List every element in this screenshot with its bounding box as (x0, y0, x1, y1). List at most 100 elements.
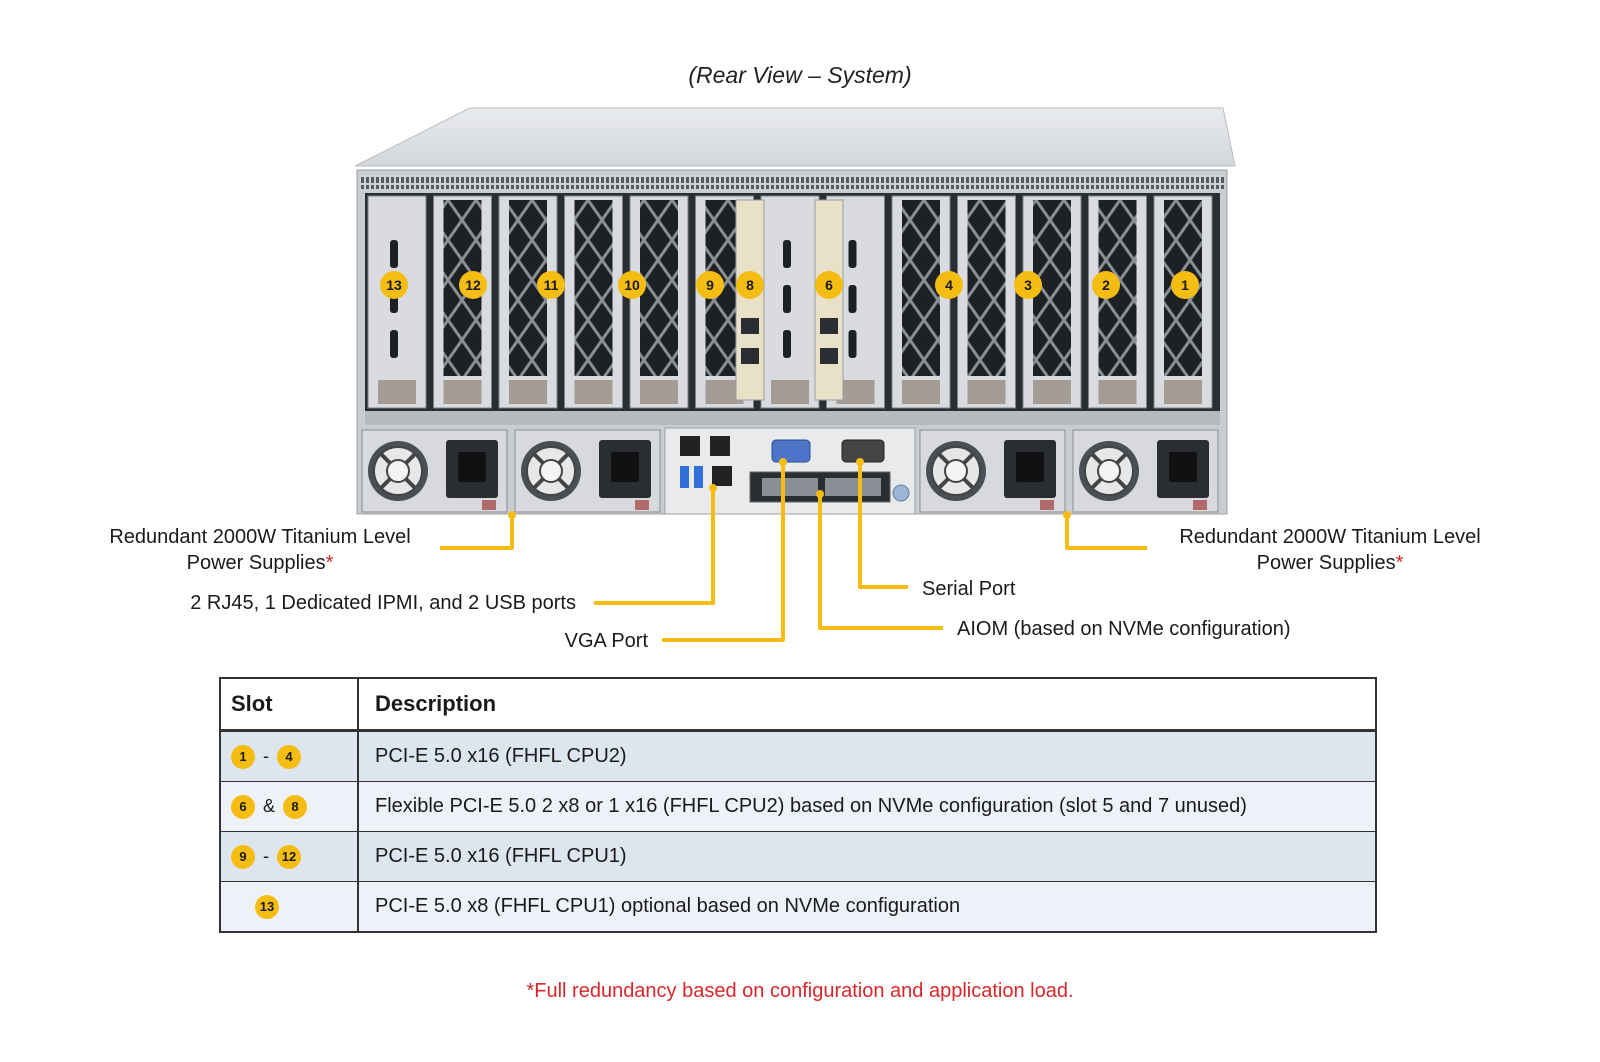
slot-range-separator: - (263, 846, 269, 866)
slot-bay (367, 195, 427, 409)
chassis-top (354, 107, 1236, 167)
power-inlet-icon (1169, 452, 1197, 482)
table-row: 13 PCI-E 5.0 x8 (FHFL CPU1) optional base… (220, 881, 1376, 932)
slot-badge-circle (537, 271, 565, 299)
slot-range-separator: & (263, 796, 276, 816)
slot-badge-number: 11 (544, 277, 559, 293)
power-inlet-icon (458, 452, 486, 482)
slot-11-badge: 11 (537, 271, 565, 299)
slot-badge-circle (380, 271, 408, 299)
slot-description: PCI-E 5.0 x8 (FHFL CPU1) optional based … (358, 881, 1376, 932)
slot-bay (564, 195, 623, 409)
asterisk-mark: * (1395, 552, 1404, 574)
power-supply-unit (361, 429, 508, 513)
screw-icon (892, 484, 910, 502)
slot-13-badge: 13 (380, 271, 408, 299)
power-supply-unit (514, 429, 661, 513)
slot-bay (957, 195, 1016, 409)
top-vent (360, 175, 1224, 189)
table-header-row: Slot Description (220, 678, 1376, 732)
slot-badge-number: 8 (746, 277, 754, 293)
slot-1-badge: 1 (1171, 271, 1199, 299)
slot-bay (433, 195, 492, 409)
power-supply-unit (1072, 429, 1219, 513)
slot-cell: 6&8 (220, 781, 359, 832)
slot-badge-icon: 12 (277, 844, 301, 869)
slot-bay (1153, 195, 1213, 409)
slot-8-badge: 8 (736, 271, 764, 299)
usb-port-2 (694, 466, 703, 488)
slot-cell: 13 (220, 881, 359, 932)
psu-right-label: Redundant 2000W Titanium Level Power Sup… (1130, 524, 1530, 576)
usb-port-1 (680, 466, 689, 488)
slot-badge-number: 9 (706, 277, 714, 293)
aiom-label: AIOM (based on NVMe configuration) (957, 618, 1291, 640)
slot-badge-circle (1171, 271, 1199, 299)
slot-badge-circle (736, 271, 764, 299)
rj45-port-2 (710, 436, 730, 456)
slot-badge-number: 1 (1181, 277, 1189, 293)
redundancy-footnote: *Full redundancy based on configuration … (526, 980, 1074, 1002)
slot-column-header: Slot (220, 678, 359, 732)
leader-psu-left (440, 515, 514, 550)
slot-badge-icon: 13 (255, 894, 279, 919)
serial-connector (841, 439, 885, 463)
slot-10-badge: 10 (618, 271, 646, 299)
slot-badge-number: 12 (465, 277, 481, 293)
psu-left-label-line2: Power Supplies (186, 552, 326, 574)
slot-badge-icon: 8 (283, 794, 308, 819)
slot-bay (629, 195, 689, 409)
slot-2-badge: 2 (1092, 271, 1120, 299)
slot-bay (760, 195, 820, 409)
network-card (735, 199, 765, 401)
slot-4-badge: 4 (935, 271, 963, 299)
slot-badge-circle (459, 271, 487, 299)
slot-cell: 1-4 (220, 730, 359, 782)
slot-badge-circle (618, 271, 646, 299)
slot-9-badge: 9 (696, 271, 724, 299)
vga-port-label: VGA Port (564, 630, 648, 652)
slot-description: PCI-E 5.0 x16 (FHFL CPU2) (358, 730, 1376, 782)
slot-badge-number: 10 (624, 277, 640, 293)
power-inlet-icon (611, 452, 639, 482)
slot-badge-number: 13 (386, 277, 402, 293)
description-column-header: Description (358, 678, 1376, 732)
rj45-port-1 (680, 436, 700, 456)
slot-badge-number: 2 (1102, 277, 1110, 293)
slot-badge-number: 4 (945, 277, 953, 293)
table-row: 9-12 PCI-E 5.0 x16 (FHFL CPU1) (220, 831, 1376, 882)
power-supply-unit (919, 429, 1066, 513)
slot-badge-icon: 9 (231, 844, 255, 869)
slot-badge-circle (935, 271, 963, 299)
slot-badge-circle (1014, 271, 1042, 299)
slot-range-separator: - (263, 746, 269, 766)
leader-aiom (818, 494, 943, 630)
leader-psu-right (1065, 515, 1147, 550)
slot-badge-circle (696, 271, 724, 299)
leader-serial (858, 462, 908, 589)
psu-left-label: Redundant 2000W Titanium Level Power Sup… (60, 524, 460, 576)
ipmi-port (712, 466, 732, 486)
psu-left-label-line1: Redundant 2000W Titanium Level (109, 526, 411, 548)
psu-right-label-line1: Redundant 2000W Titanium Level (1179, 526, 1481, 548)
slot-badge-icon: 1 (231, 744, 255, 769)
slot-bay (498, 195, 558, 409)
slot-description: PCI-E 5.0 x16 (FHFL CPU1) (358, 831, 1376, 882)
slot-description: Flexible PCI-E 5.0 2 x8 or 1 x16 (FHFL C… (358, 781, 1376, 832)
slot-badge-icon: 6 (231, 794, 255, 819)
slot-bay (891, 195, 951, 409)
slot-bay (1088, 195, 1147, 409)
vga-connector (771, 439, 811, 463)
slot-3-badge: 3 (1014, 271, 1042, 299)
io-ports-label: 2 RJ45, 1 Dedicated IPMI, and 2 USB port… (190, 592, 576, 614)
slot-badge-number: 3 (1024, 277, 1032, 293)
serial-port-label: Serial Port (922, 578, 1016, 600)
power-inlet-icon (1016, 452, 1044, 482)
power-supply-bays (361, 429, 1219, 513)
slot-bay (1022, 195, 1082, 409)
network-card (814, 199, 844, 401)
